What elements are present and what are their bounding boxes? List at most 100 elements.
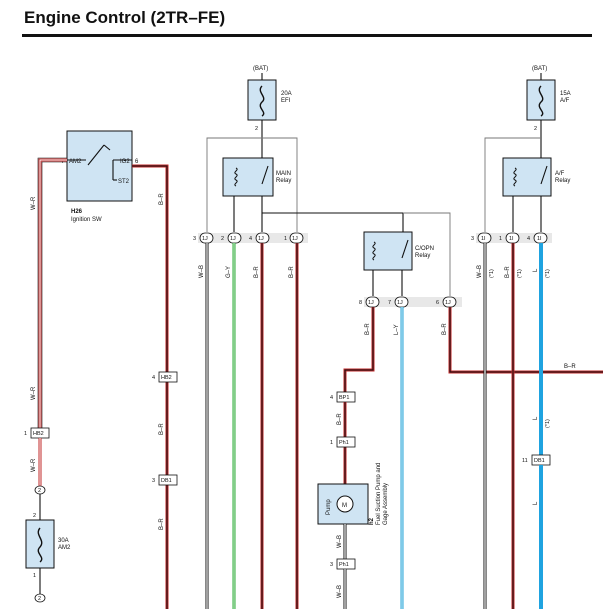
ph1-lower-pin: 3 bbox=[330, 562, 333, 568]
wire-efi-branch bbox=[206, 137, 298, 232]
c2-id: 1J bbox=[230, 236, 236, 242]
pump-line2: Gage Assembly bbox=[383, 483, 389, 525]
ign-am2-label: AM2 bbox=[69, 159, 82, 165]
ign-code: H26 bbox=[71, 209, 83, 215]
hb2-left-pin: 1 bbox=[24, 431, 27, 437]
wire-label-l-right-low: L bbox=[533, 416, 539, 420]
db1-left-id: DB1 bbox=[161, 478, 172, 484]
ph1-upper-pin: 1 bbox=[330, 440, 333, 446]
fuse-efi-rating: 20A bbox=[281, 91, 292, 97]
r2c2-pin: 7 bbox=[388, 300, 391, 306]
pump-code: h2 bbox=[369, 517, 375, 525]
connector-row2 bbox=[364, 296, 462, 308]
af-relay-line2: Relay bbox=[555, 178, 570, 184]
c4-id: 1J bbox=[292, 236, 298, 242]
c1-id: 1J bbox=[202, 236, 208, 242]
pump-motor-label: M bbox=[342, 503, 347, 509]
r1r-c3-id: 1I bbox=[537, 236, 542, 242]
wire-label-br-col3: B–R bbox=[254, 266, 260, 278]
wire-label-gy-col2: G–Y bbox=[226, 266, 232, 278]
af-relay-contact bbox=[540, 165, 548, 185]
wire-wr-core bbox=[39, 159, 67, 432]
copn-relay-line1: C/OPN bbox=[415, 246, 434, 252]
wire-label-wr-low: W–R bbox=[31, 458, 37, 472]
wire-label-br-bp1: B–R bbox=[337, 413, 343, 425]
c3-id: 1J bbox=[258, 236, 264, 242]
wire-main-to-copn bbox=[262, 212, 404, 232]
connector-row1-right bbox=[476, 232, 552, 244]
r2c1-pin: 8 bbox=[359, 300, 362, 306]
ign-pin6: 6 bbox=[135, 159, 139, 165]
wire-label-l-r3: L bbox=[533, 268, 539, 272]
wire-label-st-r1: (*1) bbox=[489, 269, 495, 278]
wire-br-c8-core bbox=[344, 307, 374, 392]
wire-label-st-r2: (*1) bbox=[517, 269, 523, 278]
db1-left-pin: 3 bbox=[152, 478, 155, 484]
ignition-switch-box bbox=[66, 130, 133, 202]
wire-label-ly-c7: L–Y bbox=[394, 324, 400, 335]
main-relay-line1: MAIN bbox=[276, 171, 291, 177]
r1r-c2-pin: 1 bbox=[499, 236, 502, 242]
connector-hb2-upper bbox=[158, 371, 178, 383]
fuse-efi-name: EFI bbox=[281, 98, 291, 104]
main-relay-coil bbox=[234, 167, 238, 187]
bat-right-label: (BAT) bbox=[532, 66, 547, 72]
wire-label-wr-mid: W–R bbox=[31, 386, 37, 400]
wire-label-br-ig2: B–R bbox=[159, 193, 165, 205]
fuse-efi-symbol bbox=[259, 85, 265, 117]
wire-label-st-right-low: (*1) bbox=[545, 419, 551, 428]
af-relay-line1: A/F bbox=[555, 171, 565, 177]
ign-name: Ignition SW bbox=[71, 217, 102, 223]
copn-relay-line2: Relay bbox=[415, 253, 430, 259]
wire-label-wb-pump: W–B bbox=[337, 535, 343, 548]
page-title: Engine Control (2TR–FE) bbox=[24, 8, 226, 27]
copn-relay-contact bbox=[401, 239, 409, 259]
r1r-c1-pin: 3 bbox=[471, 236, 474, 242]
wire-label-wb-pump2: W–B bbox=[337, 585, 343, 598]
wire-br-ig2-core bbox=[132, 165, 168, 609]
bat-left-label: (BAT) bbox=[253, 66, 268, 72]
wire-label-wr-top: W–R bbox=[31, 196, 37, 210]
wire-label-br-r2: B–R bbox=[505, 266, 511, 278]
r1r-c2-id: 1I bbox=[509, 236, 514, 242]
wire-br-c8 bbox=[343, 307, 375, 392]
c1-pin: 3 bbox=[193, 236, 196, 242]
hb2-upper-id: HB2 bbox=[161, 375, 172, 381]
main-relay-contact bbox=[261, 165, 269, 185]
db1-right-pin: 11 bbox=[522, 458, 528, 464]
wire-wr bbox=[38, 158, 67, 432]
wire-label-br-c8: B–R bbox=[365, 323, 371, 335]
db1-right-id: DB1 bbox=[534, 458, 545, 464]
circle-pin: 2 bbox=[38, 488, 41, 494]
fuse-efi-pin: 2 bbox=[255, 126, 258, 132]
fuse-af-rating: 15A bbox=[560, 91, 571, 97]
copn-relay-coil bbox=[372, 241, 376, 261]
r2c2-id: 1J bbox=[397, 300, 403, 306]
ignition-switch-contact bbox=[87, 144, 105, 166]
wire-label-st-r3: (*1) bbox=[545, 269, 551, 278]
hb2-upper-pin: 4 bbox=[152, 375, 155, 381]
r2c3-id: 1J bbox=[445, 300, 451, 306]
ground-circle-pin: 2 bbox=[38, 596, 41, 602]
wire-label-wb-r1: W–B bbox=[477, 265, 483, 278]
ign-ig2-label: IG2 bbox=[120, 159, 130, 165]
fuse-af-name: A/F bbox=[560, 98, 570, 104]
connector-ph1-upper bbox=[336, 436, 356, 448]
title-rule bbox=[22, 34, 592, 37]
fuse-af-pin: 2 bbox=[534, 126, 537, 132]
wire-wr-outline bbox=[37, 157, 67, 432]
ground-circle bbox=[34, 593, 46, 603]
r1r-c3-pin: 4 bbox=[527, 236, 530, 242]
fuse-am2-pin-top: 2 bbox=[33, 513, 36, 519]
pump-line1: Fuel Suction Pump and bbox=[376, 463, 382, 525]
af-relay-coil bbox=[513, 167, 517, 187]
wire-br-ig2 bbox=[132, 164, 169, 609]
wire-label-br-col4: B–R bbox=[289, 266, 295, 278]
c4-pin: 1 bbox=[284, 236, 287, 242]
ignition-switch-contact bbox=[103, 144, 111, 151]
bp1-id: BP1 bbox=[339, 395, 349, 401]
bp1-pin: 4 bbox=[330, 395, 333, 401]
wire-label-wb-col1: W–B bbox=[199, 265, 205, 278]
fuse-am2-box bbox=[25, 519, 55, 569]
fuse-am2-name: AM2 bbox=[58, 545, 71, 551]
